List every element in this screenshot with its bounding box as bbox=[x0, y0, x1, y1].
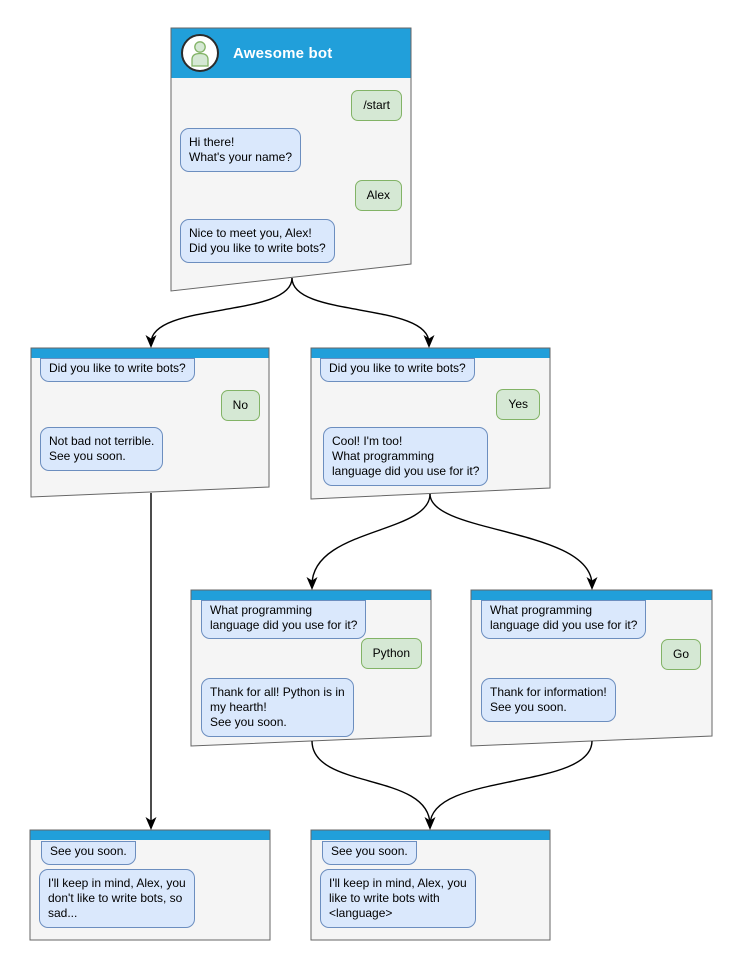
user-message-yes: Yes bbox=[496, 389, 540, 420]
chat-window-branch-yes: Did you like to write bots? Yes Cool! I'… bbox=[311, 348, 550, 499]
edge-main-to-yes bbox=[291, 277, 430, 344]
bot-message-final: I'll keep in mind, Alex, you don't like … bbox=[39, 869, 195, 928]
user-message-name: Alex bbox=[354, 180, 402, 211]
user-message-python: Python bbox=[360, 638, 422, 669]
person-icon bbox=[191, 40, 209, 67]
avatar bbox=[181, 34, 219, 72]
edge-yes-to-python bbox=[311, 493, 431, 586]
chat-window-branch-yes-header bbox=[311, 348, 550, 358]
bot-message-see-you: See you soon. bbox=[41, 841, 136, 865]
bot-title: Awesome bot bbox=[233, 44, 333, 62]
user-message-start: /start bbox=[351, 90, 402, 121]
bot-message-see-you: See you soon. bbox=[322, 841, 417, 865]
user-message-no: No bbox=[220, 390, 260, 421]
bot-message-reply: Thank for information! See you soon. bbox=[481, 678, 616, 722]
edge-go-to-end-yes bbox=[429, 740, 593, 826]
bot-message-question: What programming language did you use fo… bbox=[481, 600, 647, 639]
chat-window-end-yes: See you soon. I'll keep in mind, Alex, y… bbox=[311, 830, 550, 940]
bot-message-reply: Thank for all! Python is in my hearth! S… bbox=[201, 678, 354, 737]
arrowhead-to-end-yes bbox=[424, 817, 436, 830]
arrowhead-to-branch-python bbox=[306, 577, 318, 590]
edge-yes-to-go bbox=[429, 493, 593, 586]
bot-message-question: Nice to meet you, Alex! Did you like to … bbox=[180, 219, 335, 263]
chat-window-end-yes-header bbox=[311, 830, 550, 840]
user-message-go: Go bbox=[660, 639, 701, 670]
arrowhead-to-branch-yes bbox=[423, 335, 435, 348]
arrowhead-to-end-no bbox=[145, 817, 157, 830]
chat-window-branch-no-header bbox=[31, 348, 269, 358]
bot-message-reply: Not bad not terrible. See you soon. bbox=[40, 427, 164, 471]
arrowhead-to-branch-go bbox=[586, 577, 598, 590]
bot-message-question: What programming language did you use fo… bbox=[201, 600, 367, 639]
arrowhead-to-branch-no bbox=[145, 335, 157, 348]
chat-window-branch-no: Did you like to write bots? No Not bad n… bbox=[31, 348, 269, 497]
chat-window-branch-go-header bbox=[471, 590, 712, 600]
bot-message-reply: Cool! I'm too! What programming language… bbox=[323, 427, 489, 486]
chat-window-branch-python: What programming language did you use fo… bbox=[191, 590, 431, 746]
chat-window-end-no: See you soon. I'll keep in mind, Alex, y… bbox=[30, 830, 270, 940]
bot-message-final: I'll keep in mind, Alex, you like to wri… bbox=[320, 869, 476, 928]
chat-window-branch-python-header bbox=[191, 590, 431, 600]
chat-window-main-header: Awesome bot bbox=[171, 28, 411, 78]
bot-message-greeting: Hi there! What's your name? bbox=[180, 128, 302, 172]
bot-message-question: Did you like to write bots? bbox=[320, 358, 475, 382]
edge-python-to-end-yes bbox=[311, 740, 431, 826]
chat-window-main: Awesome bot /start Hi there! What's your… bbox=[171, 28, 411, 291]
chat-window-end-no-header bbox=[30, 830, 270, 840]
bot-message-question: Did you like to write bots? bbox=[40, 358, 195, 382]
chat-window-branch-go: What programming language did you use fo… bbox=[471, 590, 712, 746]
